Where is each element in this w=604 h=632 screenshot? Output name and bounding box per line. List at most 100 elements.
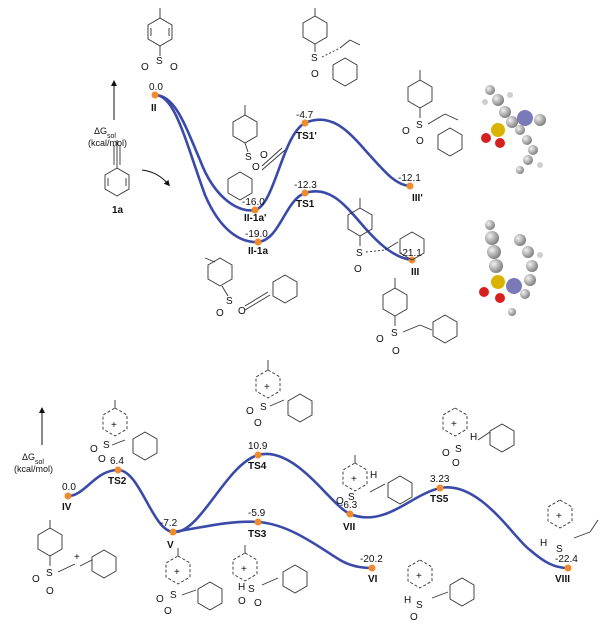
svg-text:O: O (252, 162, 260, 173)
svg-text:S: S (356, 248, 363, 259)
svg-text:S: S (455, 444, 462, 455)
label-IV: IV (62, 502, 72, 513)
structure-1a (104, 140, 130, 197)
molecule-render-main (479, 220, 543, 316)
svg-text:S: S (416, 600, 423, 611)
label-TS2: TS2 (108, 476, 127, 487)
value-VII: -6.3 (340, 500, 358, 511)
svg-text:O: O (170, 62, 178, 73)
svg-text:O: O (254, 598, 262, 609)
svg-text:S: S (248, 584, 255, 595)
molecule-render-prime (481, 85, 546, 174)
structure-VIII: + H S (540, 499, 599, 555)
label-II: II (151, 103, 157, 114)
structure-TS4: + S O O (246, 360, 313, 429)
structure-VI: + H S O (404, 559, 475, 623)
value-III-prime: -12.1 (398, 173, 421, 184)
structure-III: S O O (376, 278, 458, 357)
structure-TS1-prime: S O (302, 8, 361, 87)
svg-text:O: O (402, 126, 410, 137)
svg-text:+: + (451, 419, 457, 430)
structure-II-1a: S O O (204, 257, 298, 319)
svg-text:O: O (164, 606, 172, 617)
point-TS1 (301, 189, 309, 197)
point-VI (368, 564, 376, 572)
structure-III-prime: S O O (402, 70, 463, 157)
profile-curve-upper (66, 452, 570, 570)
svg-text:H: H (404, 595, 411, 606)
label-TS4: TS4 (248, 461, 267, 472)
svg-text:O: O (254, 418, 262, 429)
svg-text:+: + (111, 420, 117, 431)
value-V: -7.2 (160, 518, 178, 529)
structure-TS5: + H S O O (442, 407, 515, 469)
svg-text:O: O (376, 334, 384, 345)
label-II-1a: II-1a (248, 246, 268, 257)
svg-text:+: + (416, 571, 422, 582)
svg-text:O: O (90, 444, 98, 455)
svg-text:S: S (348, 492, 355, 503)
svg-text:S: S (245, 152, 252, 163)
y-axis-unit-2: (kcal/mol) (14, 464, 53, 474)
structure-II: S O O (141, 8, 178, 73)
svg-text:H: H (370, 470, 377, 481)
label-TS5: TS5 (430, 494, 449, 505)
structure-TS1: S O (347, 198, 425, 275)
structure-V: + S O O (156, 548, 223, 617)
panel-top: ΔGsol (kcal/mol) 0.0 II -16.0 II-1a' -19… (88, 8, 546, 357)
value-III: -21.1 (399, 248, 422, 259)
svg-text:S: S (416, 120, 423, 131)
svg-text:O: O (216, 308, 224, 319)
structure-II-1a-prime: S O O (227, 105, 286, 201)
svg-text:S: S (391, 328, 398, 339)
value-TS1-prime: -4.7 (296, 110, 314, 121)
value-VI: -20.2 (360, 554, 383, 565)
svg-text:O: O (416, 136, 424, 147)
svg-text:O: O (410, 612, 418, 623)
label-VI: VI (368, 574, 378, 585)
addition-arrow (141, 169, 170, 187)
point-VII (346, 510, 354, 518)
svg-text:O: O (46, 586, 54, 597)
label-TS3: TS3 (248, 529, 267, 540)
svg-text:O: O (98, 454, 106, 465)
svg-text:+: + (241, 564, 247, 575)
value-TS3: -5.9 (248, 508, 266, 519)
point-II-1a-prime (251, 206, 259, 214)
structure-IV: S O O + (32, 520, 117, 597)
svg-text:O: O (156, 594, 164, 605)
svg-text:O: O (442, 448, 450, 459)
point-TS3 (254, 518, 262, 526)
svg-text:+: + (351, 474, 357, 485)
svg-text:O: O (392, 346, 400, 357)
value-II-1a-prime: -16.0 (242, 197, 265, 208)
point-II-1a (254, 238, 262, 246)
svg-text:O: O (260, 150, 268, 161)
label-III: III (411, 267, 420, 278)
svg-text:O: O (336, 496, 344, 507)
svg-text:S: S (156, 56, 163, 67)
point-VIII (564, 564, 572, 572)
panel-bottom: ΔGsol (kcal/mol) 0.0 IV 6.4 TS2 -7.2 V 1… (14, 360, 599, 623)
point-V (169, 528, 177, 536)
y-axis-label-2: ΔGsol (22, 452, 44, 466)
svg-text:+: + (556, 511, 562, 522)
svg-text:+: + (174, 567, 180, 578)
svg-text:O: O (141, 62, 149, 73)
label-TS1-prime: TS1' (296, 131, 317, 142)
label-III-prime: III' (412, 193, 423, 204)
point-TS1-prime (301, 119, 309, 127)
value-VIII: -22.4 (555, 554, 578, 565)
structure-TS2: + S O O (90, 400, 158, 465)
svg-text:O: O (246, 406, 254, 417)
svg-text:S: S (311, 53, 318, 64)
label-II-1a-prime: II-1a' (244, 213, 266, 224)
svg-text:O: O (354, 264, 362, 275)
profile-curve-main (153, 93, 414, 262)
value-IV: 0.0 (62, 482, 76, 493)
svg-text:O: O (311, 69, 319, 80)
svg-text:S: S (226, 296, 233, 307)
svg-text:S: S (170, 590, 177, 601)
svg-text:H: H (540, 538, 547, 549)
